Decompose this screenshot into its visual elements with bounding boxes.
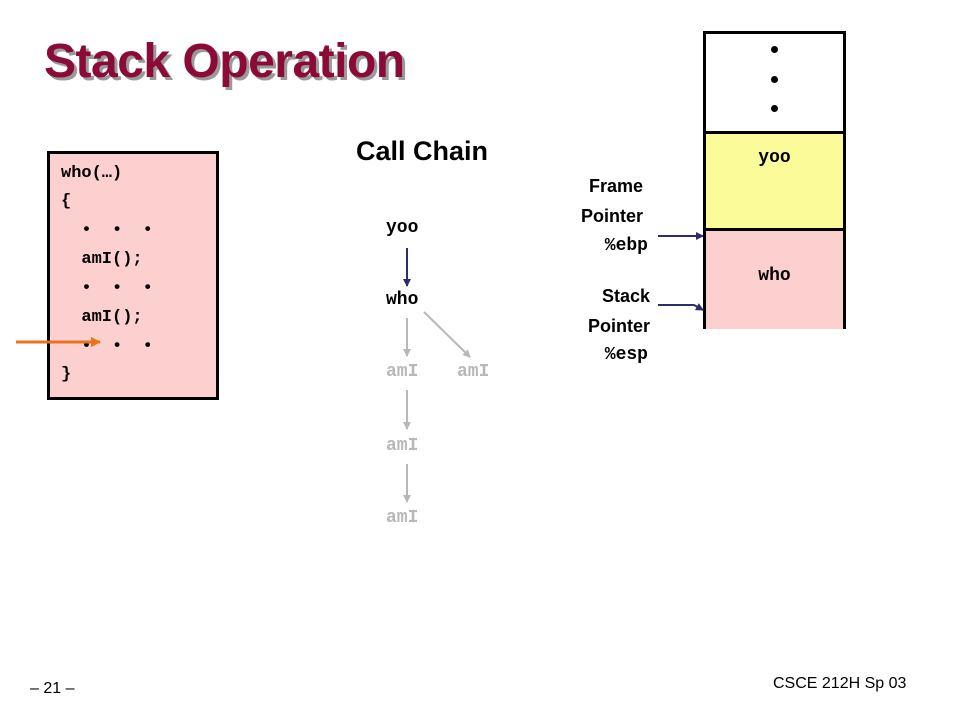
- code-line-close-brace: }: [61, 365, 72, 384]
- stack-frame-ellipsis: [706, 34, 843, 131]
- stack-frame-label: who: [758, 266, 791, 286]
- call-node-ami-middle: amI: [386, 436, 419, 456]
- slide-title: Stack Operation: [44, 35, 405, 88]
- stack-pointer-arrow: [658, 303, 704, 311]
- frame-pointer-label-line2: Pointer: [580, 206, 643, 226]
- stack-diagram: yoo who: [703, 31, 846, 329]
- call-node-ami-left: amI: [386, 362, 419, 382]
- ellipsis-dot: [771, 105, 778, 112]
- code-line-ellipsis: • • •: [61, 337, 153, 356]
- code-line-ellipsis: • • •: [61, 221, 153, 240]
- stack-frame-yoo: yoo: [706, 131, 843, 228]
- call-node-ami-right: amI: [457, 362, 490, 382]
- call-chain-heading: Call Chain: [356, 136, 489, 166]
- stack-frame-label: yoo: [758, 148, 791, 168]
- ellipsis-dot: [771, 46, 778, 53]
- code-line-signature: who(…): [61, 164, 123, 183]
- code-line-call: amI();: [61, 250, 143, 269]
- frame-pointer-label-line1: Frame: [588, 176, 643, 196]
- code-line-open-brace: {: [61, 192, 72, 211]
- stack-pointer-register: %esp: [604, 345, 648, 365]
- stack-pointer-label-line2: Pointer: [587, 316, 650, 336]
- stack-frame-who: who: [706, 228, 843, 329]
- call-arrow-who-ami-right: [423, 311, 471, 358]
- code-line-call: amI();: [61, 308, 143, 327]
- code-listing: who(…) { • • • amI(); • • • amI(); • • •…: [47, 151, 219, 400]
- stack-pointer-label-line1: Stack: [601, 286, 650, 306]
- call-node-yoo: yoo: [386, 218, 419, 238]
- frame-pointer-register: %ebp: [604, 236, 648, 256]
- call-node-who: who: [386, 290, 419, 310]
- ellipsis-dot: [771, 76, 778, 83]
- call-node-ami-bottom: amI: [386, 508, 419, 528]
- course-label: CSCE 212H Sp 03: [773, 675, 907, 692]
- page-number: – 21 –: [30, 680, 75, 697]
- code-line-ellipsis: • • •: [61, 279, 153, 298]
